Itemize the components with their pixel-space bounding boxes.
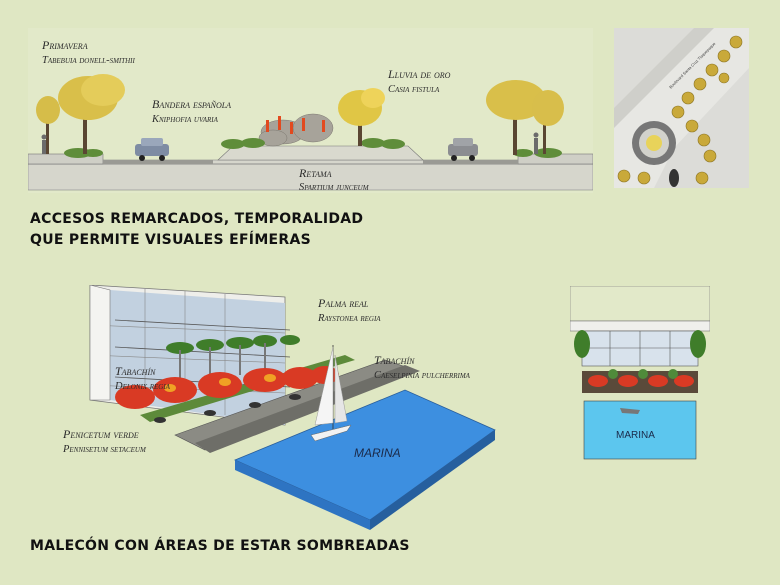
plant-label-penicetum: Penicetum verde — [63, 427, 139, 441]
plant-label-lluvia-de-oro: Lluvia de oro — [388, 67, 451, 81]
street-section-drawing — [27, 28, 594, 193]
malecon-isometric-view — [85, 284, 505, 530]
plan-view-roundabout — [614, 28, 749, 188]
marina-section-drawing — [569, 285, 711, 460]
plant-scientific-palma-real: Raystonea regia — [318, 313, 381, 324]
plan-view-drawing — [614, 28, 749, 188]
plant-scientific-lluvia-de-oro: Casia fistula — [388, 84, 440, 95]
plant-scientific-caeselpinia: Caeselpinia pulcherrima — [374, 370, 470, 381]
section1-heading-line1: ACCESOS REMARCADOS, TEMPORALIDAD — [30, 211, 364, 227]
plant-label-tabachin-caeselpinia: Tabachín — [374, 353, 415, 367]
plant-label-tabachin-delonix: Tabachín — [115, 364, 156, 378]
plant-label-primavera: Primavera — [42, 38, 88, 52]
section2-heading: MALECÓN CON ÁREAS DE ESTAR SOMBREADAS — [30, 538, 410, 554]
plant-scientific-delonix: Delonix regia — [115, 381, 170, 392]
plant-scientific-penicetum: Pennisetum setaceum — [63, 444, 146, 455]
plant-label-bandera: Bandera española — [152, 97, 232, 111]
marina-label-small: MARINA — [616, 430, 655, 441]
marina-section-elevation — [569, 285, 711, 461]
plant-scientific-primavera: Tabebuia donell-smithii — [42, 55, 135, 66]
plant-scientific-retama: Spartium junceum — [299, 182, 369, 193]
street-section-elevation — [27, 28, 594, 193]
plant-label-retama: Retama — [299, 166, 332, 180]
malecon-drawing — [89, 284, 496, 530]
plant-label-palma-real: Palma real — [318, 296, 369, 310]
marina-label: MARINA — [354, 446, 401, 460]
plant-scientific-bandera: Kniphofia uvaria — [152, 114, 218, 125]
section1-heading-line2: QUE PERMITE VISUALES EFÍMERAS — [30, 232, 312, 248]
